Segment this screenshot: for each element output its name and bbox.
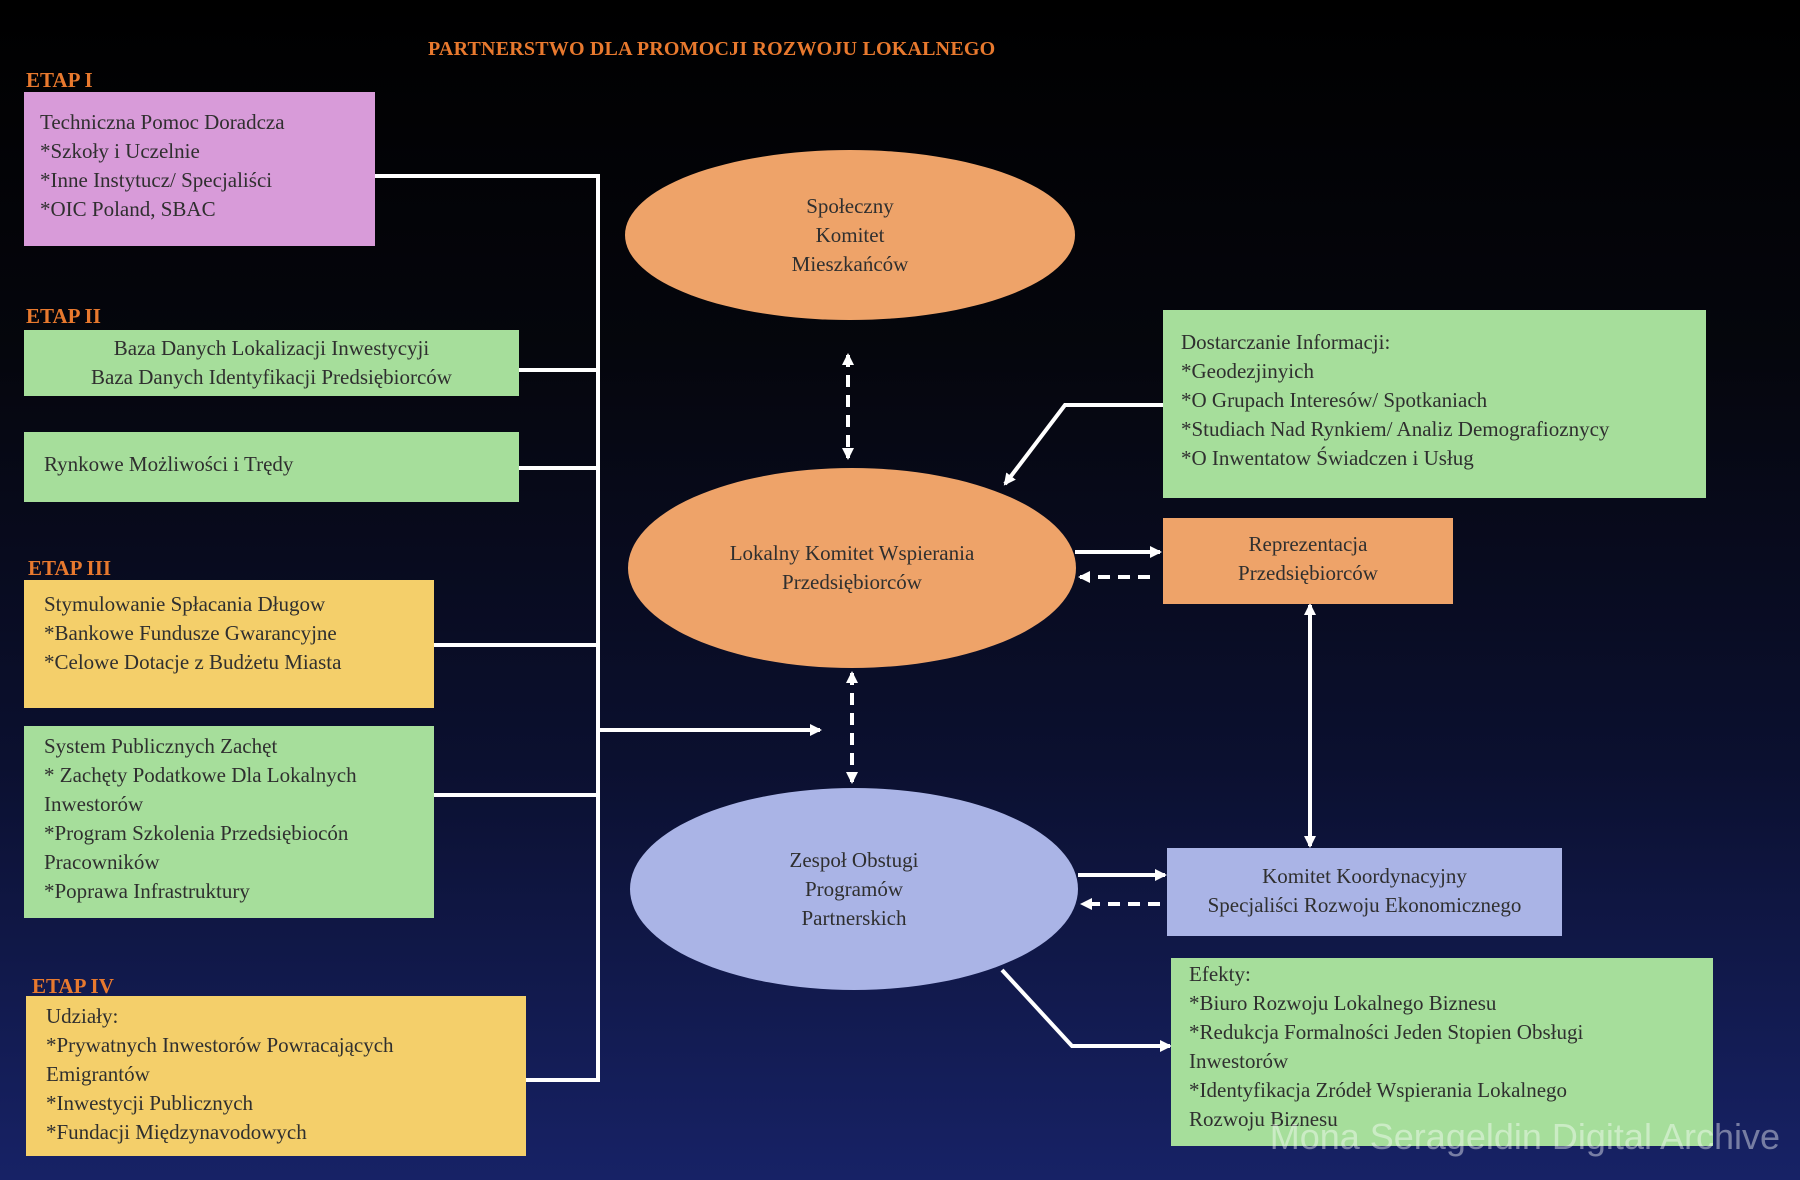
box-line: System Publicznych Zachęt: [44, 734, 278, 758]
box-line: Stymulowanie Spłacania Długow: [44, 592, 326, 616]
box-line: Pracowników: [44, 850, 160, 874]
community-committee-ellipse: Społeczny Komitet Mieszkańców: [625, 150, 1075, 320]
box-line: Inwestorów: [44, 792, 144, 816]
box-line: Efekty:: [1189, 962, 1251, 986]
box-line: Techniczna Pomoc Doradcza: [40, 110, 285, 134]
box-line: *OIC Poland, SBAC: [40, 197, 216, 221]
ellipse-line: Społeczny: [806, 193, 894, 218]
box-line: Baza Danych Identyfikacji Predsiębiorców: [91, 365, 452, 389]
box-line: Emigrantów: [46, 1062, 150, 1086]
box-line: Inwestorów: [1189, 1049, 1289, 1073]
stage-label-3: ETAP III: [28, 556, 112, 580]
box-line: Rynkowe Możliwości i Trędy: [44, 452, 294, 476]
ellipse-line: Lokalny Komitet Wspierania: [729, 541, 975, 565]
debt-box: Stymulowanie Spłacania Długow *Bankowe F…: [24, 580, 434, 708]
stage-label-4: ETAP IV: [32, 974, 114, 998]
box-line: Przedsiębiorców: [1238, 561, 1378, 585]
box-line: *Prywatnych Inwestorów Powracających: [46, 1033, 394, 1057]
box-line: *Identyfikacja Zródeł Wspierania Lokalne…: [1189, 1078, 1568, 1102]
ellipse-line: Programów: [805, 876, 903, 901]
box-line: *O Grupach Interesów/ Spotkaniach: [1181, 388, 1488, 412]
information-arrow: [1003, 403, 1163, 486]
shares-box: Udziały: *Prywatnych Inwestorów Powracaj…: [26, 996, 526, 1156]
box-line: *Poprawa Infrastruktury: [44, 879, 250, 903]
box-line: *Inne Instytucz/ Specjaliści: [40, 168, 273, 192]
box-line: Dostarczanie Informacji:: [1181, 330, 1391, 354]
information-box: Dostarczanie Informacji: *Geodezjinyich …: [1163, 310, 1706, 498]
box-line: Rozwoju Biznesu: [1189, 1107, 1338, 1131]
ellipse-line: Mieszkańców: [791, 251, 909, 276]
box-line: *Fundacji Międzynavodowych: [46, 1120, 307, 1144]
box-line: *O Inwentatow Świadczen i Usług: [1181, 446, 1474, 470]
archive-watermark: Mona Serageldin Digital Archive: [1269, 1116, 1780, 1157]
box-line: *Bankowe Fundusze Gwarancyjne: [44, 621, 337, 645]
box-line: *Redukcja Formalności Jeden Stopien Obsł…: [1189, 1020, 1584, 1044]
box-line: *Szkoły i Uczelnie: [40, 139, 200, 163]
box-line: *Inwestycji Publicznych: [46, 1091, 254, 1115]
box-line: *Geodezjinyich: [1181, 359, 1314, 383]
stage-label-2: ETAP II: [26, 304, 101, 328]
ellipse-line: Partnerskich: [801, 905, 907, 930]
program-team-ellipse: Zespoł Obstugi Programów Partnerskich: [630, 788, 1078, 990]
box-line: * Zachęty Podatkowe Dla Lokalnych: [44, 763, 357, 787]
box-line: *Program Szkolenia Przedsiębiocón: [44, 821, 349, 845]
market-box: Rynkowe Możliwości i Trędy: [24, 432, 519, 502]
team-to-effects-arrow: [1000, 968, 1172, 1052]
ellipse-line: Przedsiębiorców: [782, 570, 922, 594]
box-line: Reprezentacja: [1248, 532, 1368, 556]
box-line: Baza Danych Lokalizacji Inwestycyji: [113, 336, 430, 360]
technical-help-box: Techniczna Pomoc Doradcza *Szkoły i Ucze…: [24, 92, 375, 246]
box-line: *Studiach Nad Rynkiem/ Analiz Demografio…: [1181, 417, 1610, 441]
box-line: *Biuro Rozwoju Lokalnego Biznesu: [1189, 991, 1497, 1015]
diagram-title: PARTNERSTWO DLA PROMOCJI ROZWOJU LOKALNE…: [428, 38, 996, 60]
incentives-box: System Publicznych Zachęt * Zachęty Poda…: [24, 726, 434, 918]
ellipse-line: Zespoł Obstugi: [789, 847, 919, 872]
representation-box: Reprezentacja Przedsiębiorców: [1163, 518, 1453, 604]
box-line: Udziały:: [46, 1004, 119, 1028]
box-line: Specjaliści Rozwoju Ekonomicznego: [1207, 893, 1522, 917]
stage-label-1: ETAP I: [26, 68, 93, 92]
box-line: Komitet Koordynacyjny: [1262, 864, 1467, 888]
databases-box: Baza Danych Lokalizacji Inwestycyji Baza…: [24, 330, 519, 396]
effects-box: Efekty: *Biuro Rozwoju Lokalnego Biznesu…: [1171, 958, 1713, 1146]
coordination-box: Komitet Koordynacyjny Specjaliści Rozwoj…: [1167, 848, 1562, 936]
ellipse-line: Komitet: [815, 222, 885, 247]
local-committee-ellipse: Lokalny Komitet Wspierania Przedsiębiorc…: [628, 468, 1076, 668]
box-line: *Celowe Dotacje z Budżetu Miasta: [44, 650, 342, 674]
